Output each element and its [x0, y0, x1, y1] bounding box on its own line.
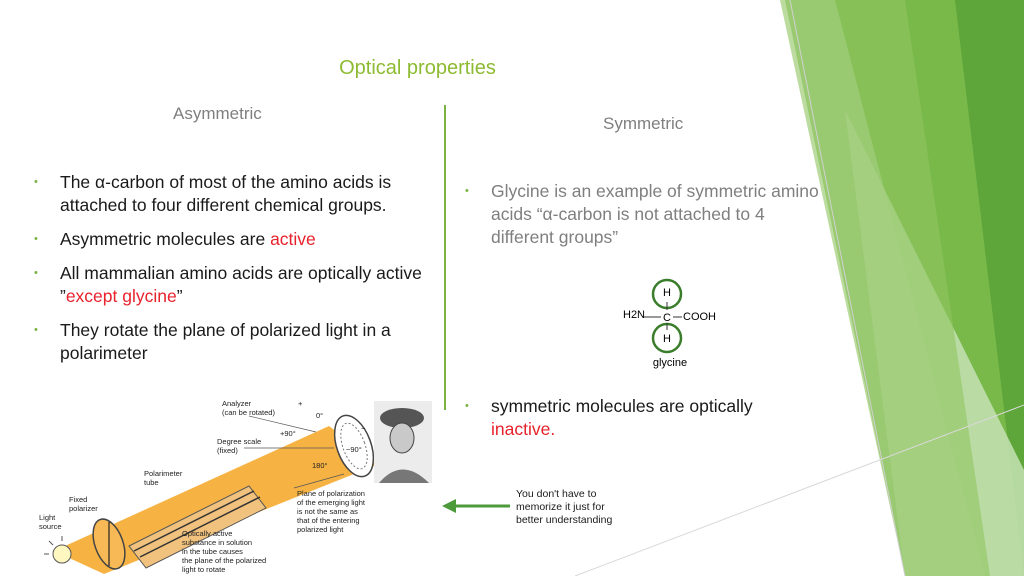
bullet-text: Glycine is an example of symmetric amino… [491, 181, 819, 247]
active-substance-label-5: light to rotate [182, 565, 225, 574]
minus-sign: − [361, 424, 366, 433]
h-top: H [663, 287, 671, 299]
asymmetric-heading: Asymmetric [173, 104, 262, 123]
list-item: • The α-carbon of most of the amino acid… [34, 171, 424, 217]
column-divider [444, 105, 446, 410]
active-substance-label-2: substance in solution [182, 538, 252, 547]
plane-label-2: of the emerging light [297, 498, 366, 507]
bullet-text: Asymmetric molecules are [60, 229, 271, 249]
highlight-text: inactive. [491, 419, 556, 439]
deg-0-label: 0° [316, 411, 323, 420]
cooh-group: COOH [683, 311, 716, 323]
h2n-group: H2N [623, 309, 645, 321]
note-line: You don't have to [516, 488, 597, 500]
symmetric-bullet-1: • Glycine is an example of symmetric ami… [465, 180, 825, 249]
deg-plus90-label: +90° [280, 429, 296, 438]
asymmetric-bullets: • The α-carbon of most of the amino acid… [34, 171, 424, 365]
list-item: • All mammalian amino acids are opticall… [34, 262, 424, 308]
active-substance-label-4: the plane of the polarized [182, 556, 266, 565]
list-item: • Glycine is an example of symmetric ami… [465, 180, 825, 249]
side-note: You don't have to memorize it just for b… [516, 488, 636, 527]
analyzer-sub-label: (can be rotated) [222, 408, 275, 417]
plane-label-5: polarized light [297, 525, 344, 534]
alpha-carbon: C [663, 312, 671, 324]
bullet-text: The α-carbon of most of the amino acids … [60, 172, 392, 215]
light-source-label-1: Light [39, 513, 56, 522]
bullet-icon: • [34, 233, 38, 245]
bullet-icon: • [34, 176, 38, 188]
highlight-text: active [270, 229, 316, 249]
left-arrow-icon [442, 499, 510, 513]
polarimeter-diagram: Analyzer (can be rotated) + 0° +90° − −9… [34, 396, 434, 576]
slide-title: Optical properties [339, 57, 496, 79]
list-item: • They rotate the plane of polarized lig… [34, 319, 424, 365]
active-substance-label-1: Optically active [182, 529, 232, 538]
note-line: memorize it just for [516, 501, 605, 513]
bullet-text-suffix: ” [176, 286, 183, 306]
tube-label-1: Polarimeter [144, 469, 183, 478]
light-source-label-2: source [39, 522, 62, 531]
glycine-structure: H H2N C COOH H glycine [623, 278, 716, 369]
active-substance-label-3: in the tube causes [182, 547, 243, 556]
fixed-polarizer-label-1: Fixed [69, 495, 87, 504]
plus-sign: + [298, 399, 303, 408]
symmetric-heading: Symmetric [603, 114, 684, 133]
analyzer-label: Analyzer [222, 399, 252, 408]
bullet-icon: • [465, 185, 469, 197]
symmetric-bullet-2: • symmetric molecules are optically inac… [465, 395, 805, 441]
tube-label-2: tube [144, 478, 159, 487]
list-item: • symmetric molecules are optically inac… [465, 395, 805, 441]
bullet-icon: • [34, 267, 38, 279]
bullet-text: All mammalian amino acids are optically … [60, 263, 422, 306]
bullet-icon: • [34, 324, 38, 336]
h-bottom: H [663, 333, 671, 345]
list-item: • Asymmetric molecules are active [34, 228, 424, 251]
degree-scale-label: Degree scale [217, 437, 261, 446]
bullet-icon: • [465, 400, 469, 412]
fixed-polarizer-label-2: polarizer [69, 504, 98, 513]
glycine-label: glycine [653, 357, 687, 369]
note-line: better understanding [516, 514, 613, 526]
highlight-text: except glycine [65, 286, 177, 306]
plane-label-1: Plane of polarization [297, 489, 365, 498]
degree-scale-sub-label: (fixed) [217, 446, 238, 455]
bullet-text: symmetric molecules are optically [491, 396, 753, 416]
plane-label-3: is not the same as [297, 507, 358, 516]
deg-180-label: 180° [312, 461, 328, 470]
plane-label-4: that of the entering [297, 516, 360, 525]
deg-minus90-label: −90° [346, 445, 362, 454]
bullet-text: They rotate the plane of polarized light… [60, 320, 391, 363]
